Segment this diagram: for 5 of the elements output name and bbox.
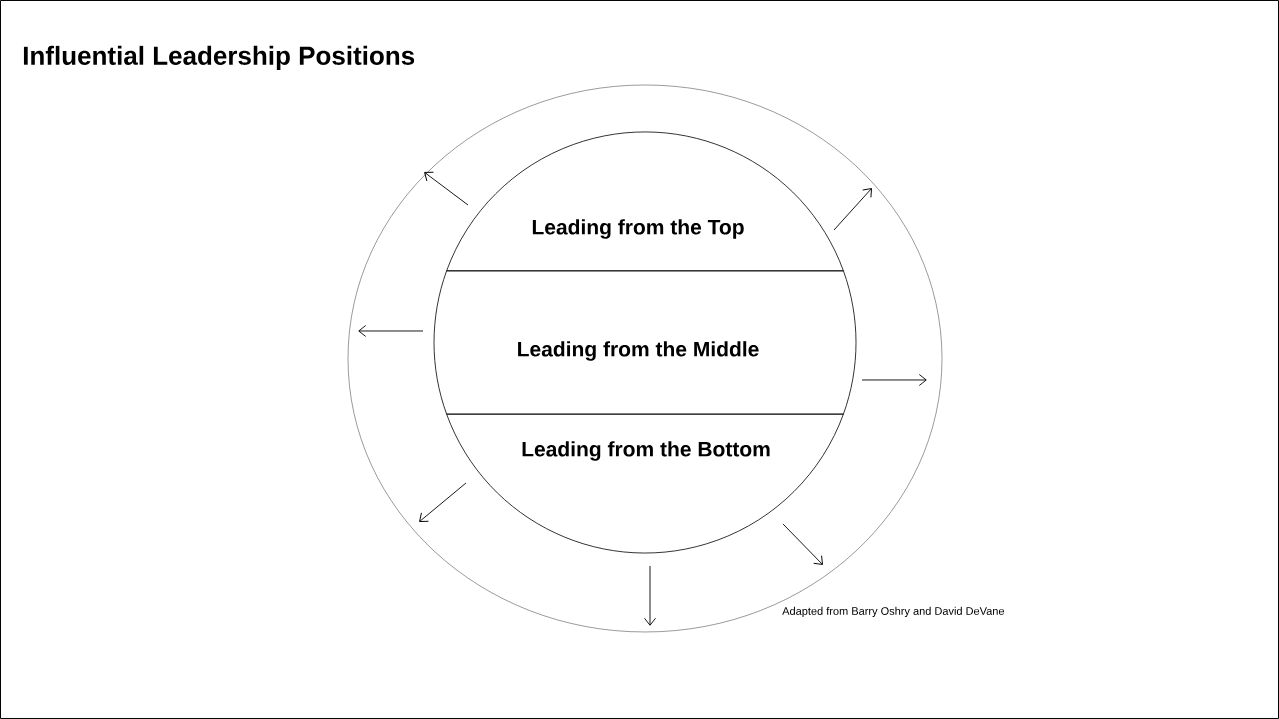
circle-segment: Leading from the Middle — [433, 270, 857, 415]
circle-segment: Leading from the Top — [446, 131, 844, 272]
title: Influential Leadership Positions — [23, 45, 415, 71]
circle-segment: Leading from the Bottom — [446, 413, 844, 554]
source-note: Adapted from Barry Oshry and David DeVane — [782, 606, 1005, 618]
